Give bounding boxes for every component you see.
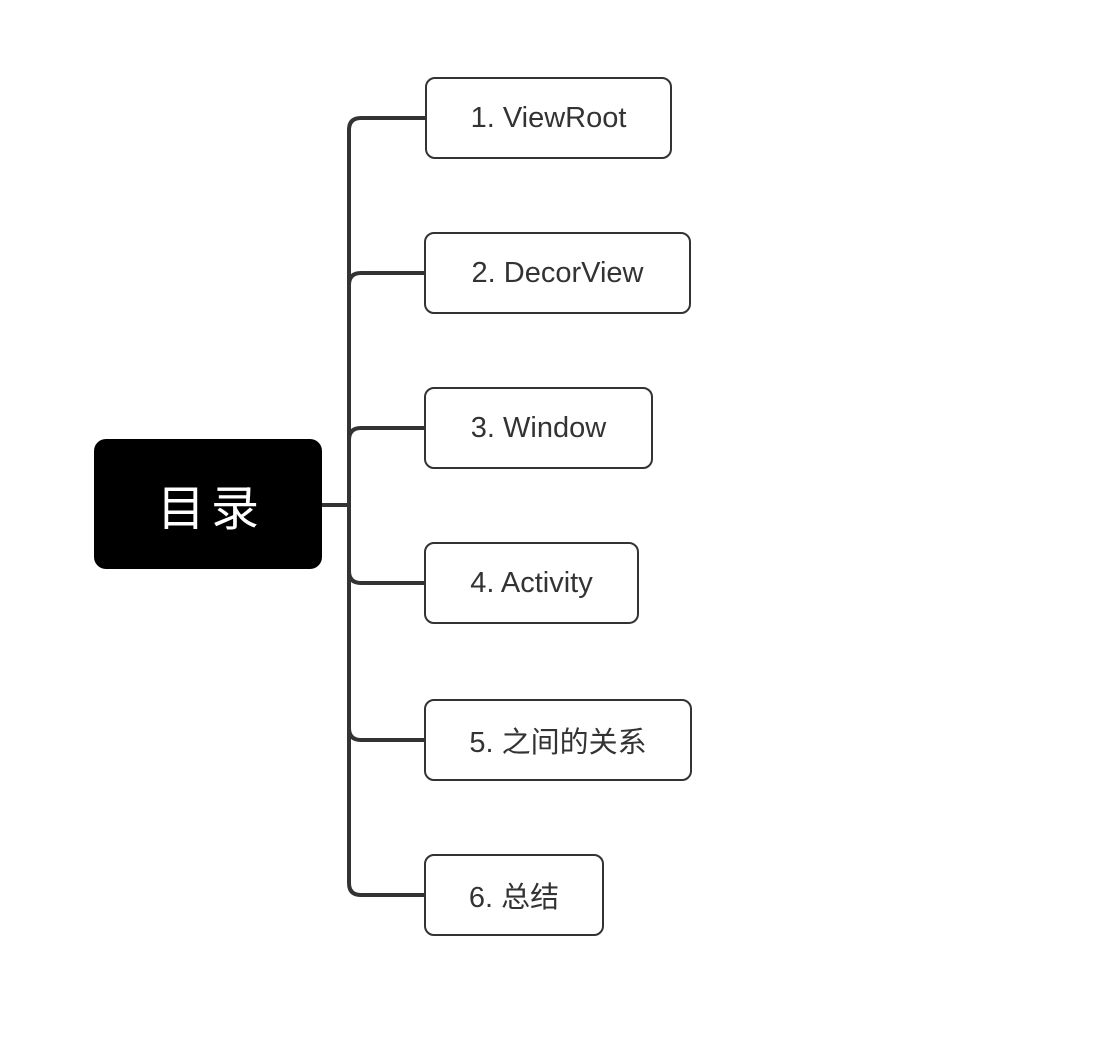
node-summary[interactable]: 6. 总结: [424, 854, 604, 936]
node-relationship-label: 5. 之间的关系: [469, 727, 647, 759]
node-decorview[interactable]: 2. DecorView: [424, 232, 691, 314]
branch-line-2: [347, 271, 428, 286]
node-viewroot-label: 1. ViewRoot: [470, 101, 627, 134]
node-summary-label: 6. 总结: [468, 882, 560, 914]
branch-line-3: [347, 426, 428, 441]
trunk-line: [347, 116, 428, 897]
node-viewroot[interactable]: 1. ViewRoot: [425, 77, 672, 159]
root-node-label: 目录: [156, 483, 265, 536]
node-relationship[interactable]: 5. 之间的关系: [424, 699, 692, 781]
node-activity-label: 4. Activity: [470, 566, 593, 599]
branch-line-4: [347, 570, 428, 585]
branch-line-5: [347, 727, 428, 742]
node-window-label: 3. Window: [470, 411, 607, 444]
node-window[interactable]: 3. Window: [424, 387, 653, 469]
node-decorview-label: 2. DecorView: [471, 256, 644, 289]
node-activity[interactable]: 4. Activity: [424, 542, 639, 624]
root-node[interactable]: 目录: [94, 439, 322, 569]
